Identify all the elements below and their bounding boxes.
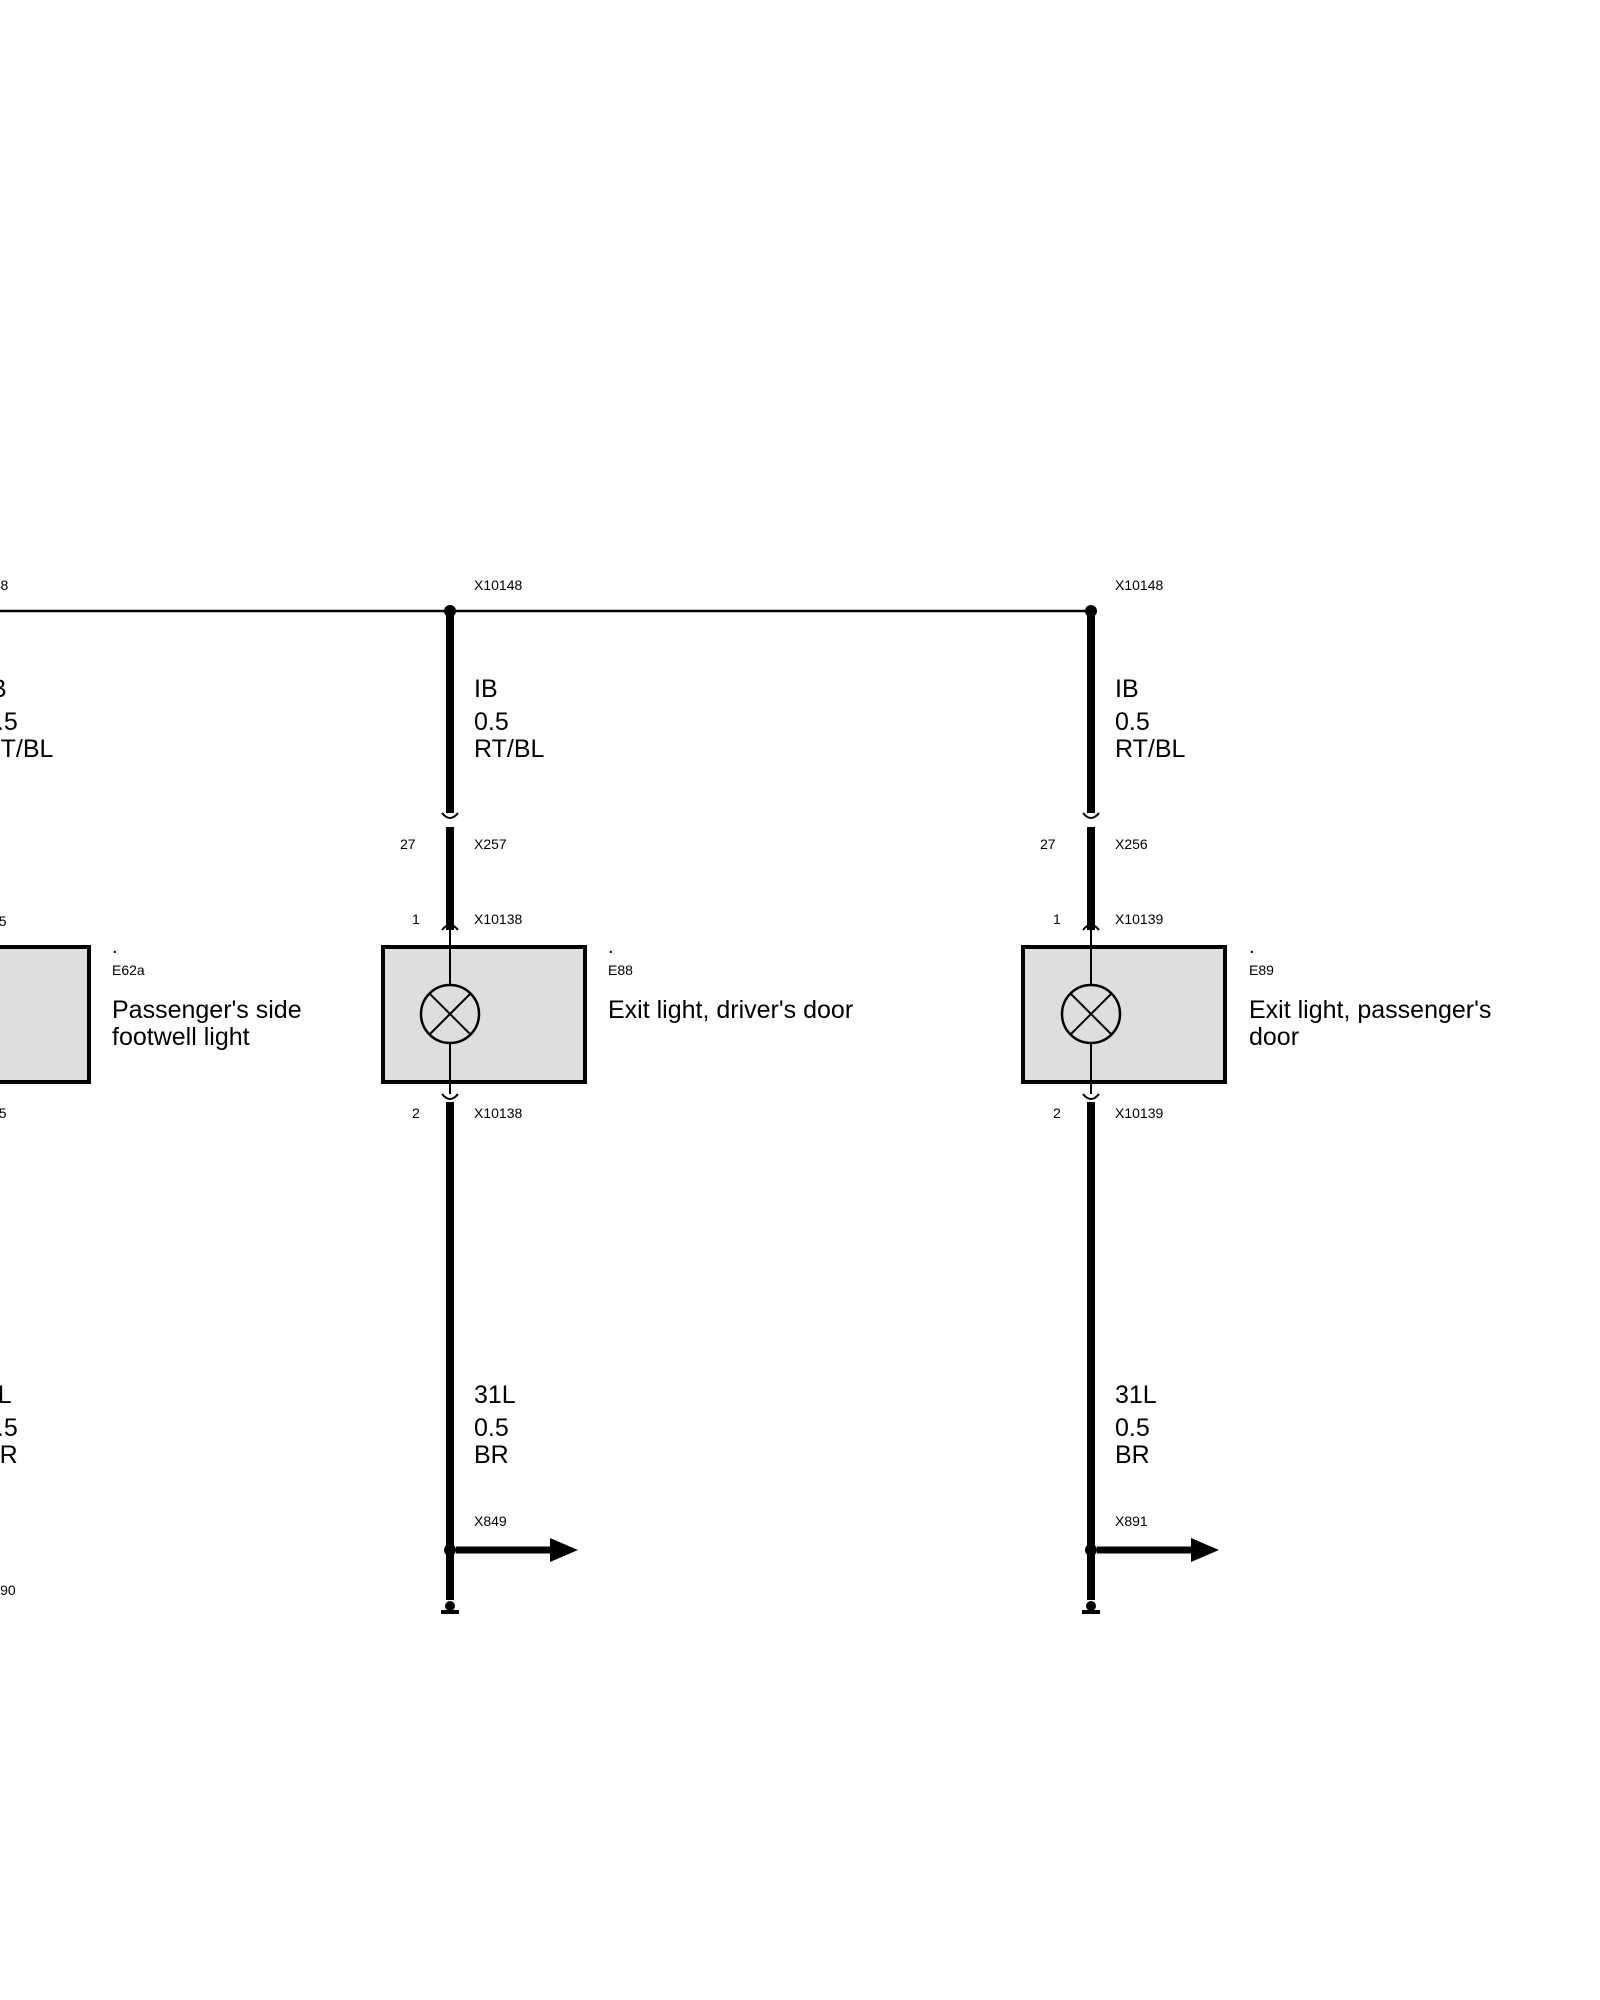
lower-pin-number: 2 (412, 1105, 420, 1121)
bus-connector-label: X10148 (1115, 577, 1163, 593)
pin-connector-symbol (1082, 924, 1100, 931)
supply-wire-gauge: 0.5 (474, 708, 509, 736)
continuation-arrow-icon (550, 1538, 578, 1562)
supply-wire-gauge: 0.5 (0, 708, 18, 736)
component-description-line2: footwell light (112, 1023, 250, 1051)
component-dot: . (112, 936, 118, 958)
ground-wire-signal: 31L (1115, 1381, 1157, 1409)
upper-pin-connector-label: X10139 (1115, 911, 1163, 927)
component-description-line2: door (1249, 1023, 1299, 1051)
ground-wire-signal: 31L (474, 1381, 516, 1409)
lower-pin-connector-label: X10139 (1115, 1105, 1163, 1121)
supply-wire-signal: IB (1115, 675, 1139, 703)
ground-junction-dot (444, 1544, 456, 1556)
exit-light-component-box (381, 945, 587, 1084)
circuit-left: X10148 IB 0.5 RT/BL 45 45 . E62a Passeng… (0, 577, 302, 1598)
pin-connector-symbol (441, 924, 459, 931)
component-code: E89 (1249, 962, 1274, 978)
component-code: E62a (112, 962, 145, 978)
supply-wire-color: RT/BL (474, 735, 544, 763)
ground-wire-gauge: 0.5 (474, 1414, 509, 1442)
ground-terminal-dot (445, 1601, 455, 1611)
lower-pin-connector-label: 45 (0, 1105, 7, 1121)
component-description-line1: Passenger's side (112, 996, 302, 1024)
ground-wire-color: BR (474, 1441, 509, 1469)
circuit-middle: X10148 IB 0.5 RT/BL 27 X257 1 X10138 2 X… (381, 577, 853, 1614)
plug-connector-symbol (441, 812, 459, 819)
ground-wire-signal: 31L (0, 1381, 12, 1409)
upper-pin-number: 1 (1053, 911, 1061, 927)
plug-pin-number: 27 (400, 836, 416, 852)
ground-wire-color: BR (1115, 1441, 1150, 1469)
pin-connector-symbol (1082, 1093, 1100, 1100)
ground-connector-label: X849 (474, 1513, 507, 1529)
upper-pin-connector-label: 45 (0, 913, 7, 929)
ground-connector-label: X891 (1115, 1513, 1148, 1529)
plug-connector-label: X256 (1115, 836, 1148, 852)
ground-terminal-dot (1086, 1601, 1096, 1611)
plug-connector-symbol (1082, 812, 1100, 819)
supply-wire-signal: IB (474, 675, 498, 703)
continuation-arrow-icon (1191, 1538, 1219, 1562)
bus-connector-label: X10148 (474, 577, 522, 593)
lamp-cross-line (429, 993, 471, 1035)
supply-wire-color: RT/BL (0, 735, 53, 763)
ground-connector-label: X890 (0, 1582, 16, 1598)
bus-connector-label: X10148 (0, 577, 8, 593)
component-description-line1: Exit light, driver's door (608, 996, 853, 1024)
ground-junction-dot (1085, 1544, 1097, 1556)
ground-wire-color: BR (0, 1441, 18, 1469)
component-dot: . (608, 936, 614, 958)
plug-pin-number: 27 (1040, 836, 1056, 852)
component-dot: . (1249, 936, 1255, 958)
component-description-line1: Exit light, passenger's (1249, 996, 1491, 1024)
pin-connector-symbol (441, 1093, 459, 1100)
ground-wire-gauge: 0.5 (0, 1414, 18, 1442)
supply-wire-gauge: 0.5 (1115, 708, 1150, 736)
lower-pin-connector-label: X10138 (474, 1105, 522, 1121)
plug-connector-label: X257 (474, 836, 507, 852)
lamp-cross-line (1070, 993, 1112, 1035)
supply-wire-signal: IB (0, 675, 7, 703)
supply-wire-color: RT/BL (1115, 735, 1185, 763)
lower-pin-number: 2 (1053, 1105, 1061, 1121)
upper-pin-number: 1 (412, 911, 420, 927)
footwell-light-component-box (0, 945, 91, 1084)
upper-pin-connector-label: X10138 (474, 911, 522, 927)
component-code: E88 (608, 962, 633, 978)
exit-light-component-box (1021, 945, 1227, 1084)
circuit-right: X10148 IB 0.5 RT/BL 27 X256 1 X10139 2 X… (1021, 577, 1491, 1614)
ground-wire-gauge: 0.5 (1115, 1414, 1150, 1442)
